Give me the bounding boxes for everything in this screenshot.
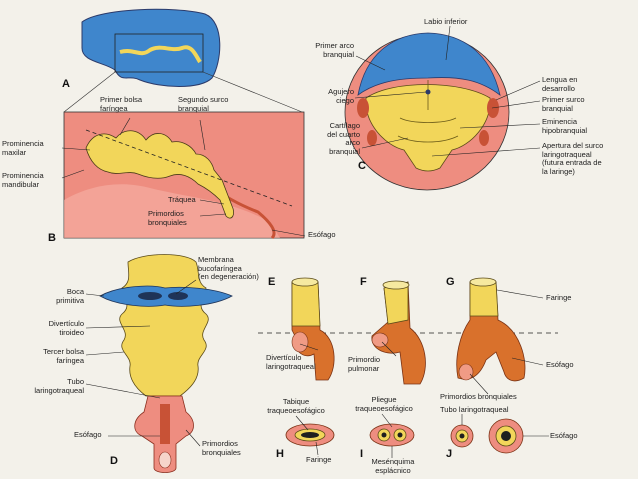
- section-j-illustration: [450, 418, 524, 454]
- label-primordios-bronquiales-b: Primordios bronquiales: [148, 209, 187, 227]
- label-eminencia-hipobranquial: Eminencia hipobranquial: [542, 117, 588, 135]
- label-boca-primitiva: Boca primitiva: [56, 287, 84, 305]
- panel-letter-j: J: [446, 448, 453, 460]
- zoom-line: [63, 71, 116, 113]
- label-esofago-d: Esófago: [74, 430, 102, 439]
- label-primer-surco-branquial: Primer surco branquial: [542, 95, 585, 113]
- label-tabique-traqueoesofagico: Tabique traqueoesofágico: [267, 397, 325, 415]
- label-primordio-pulmonar: Primordio pulmonar: [348, 355, 381, 373]
- label-tubo-laringotraqueal-j: Tubo laringotraqueal: [440, 405, 509, 414]
- label-labio-inferior: Labio inferior: [424, 17, 468, 26]
- label-esofago-g: Esófago: [546, 360, 574, 369]
- panel-letter-c: C: [358, 160, 366, 172]
- label-agujero-ciego: Agujero ciego: [328, 87, 354, 105]
- panel-letter-f: F: [360, 276, 367, 288]
- label-faringe-g: Faringe: [546, 293, 572, 302]
- label-primer-arco-branquial: Primer arco branquial: [315, 41, 354, 59]
- label-primer-bolsa-faringea: Primer bolsa faríngea: [100, 95, 143, 113]
- label-pliegue-traqueoesofagico: Pliegue traqueoesofágico: [355, 395, 413, 413]
- label-diverticulo-laringotraqueal: Divertículo laringotraqueal: [266, 353, 316, 371]
- pharynx-ventral-illustration: [99, 254, 233, 473]
- label-prominencia-mandibular: Prominencia mandibular: [2, 171, 44, 189]
- label-faringe-h: Faringe: [306, 455, 332, 464]
- label-prominencia-maxilar: Prominencia maxilar: [2, 139, 44, 157]
- panel-letter-a: A: [62, 78, 70, 90]
- label-esofago-b: Esófago: [308, 230, 336, 239]
- label-traquea: Tráquea: [168, 195, 196, 204]
- panel-letter-e: E: [268, 276, 276, 288]
- label-lengua-desarrollo: Lengua en desarrollo: [542, 75, 578, 93]
- label-esofago-j: Esófago: [550, 431, 578, 440]
- panel-letter-i: I: [360, 448, 364, 460]
- label-tubo-laringotraqueal-d: Tubo laringotraqueal: [34, 377, 84, 395]
- label-membrana-bucofaringea: Membrana bucofaríngea (en degeneración): [198, 255, 259, 281]
- stage-f-illustration: [371, 280, 426, 385]
- label-apertura-surco: Apertura del surco laringotraqueal (futu…: [542, 141, 604, 176]
- label-mesenquima-esplanico: Mesénquima esplácnico: [371, 457, 415, 475]
- section-i-illustration: [369, 423, 415, 447]
- panel-letter-b: B: [48, 232, 56, 244]
- leader-lines: [61, 25, 549, 458]
- zoom-line: [202, 71, 303, 113]
- section-h-illustration: [285, 423, 335, 447]
- panel-letter-g: G: [446, 276, 455, 288]
- label-diverticulo-tiroideo: Divertículo tiroideo: [48, 319, 84, 337]
- label-cartilago-cuarto-arco: Cartílago del cuarto arco branquial: [327, 121, 360, 156]
- label-primordios-bronquiales-d: Primordios bronquiales: [202, 439, 241, 457]
- panel-letter-d: D: [110, 455, 118, 467]
- label-segundo-surco-branquial: Segundo surco branquial: [178, 95, 229, 113]
- panel-letter-h: H: [276, 448, 284, 460]
- embryo-illustration: [81, 8, 221, 87]
- stage-e-illustration: [291, 277, 335, 381]
- pharyngeal-region-illustration: [63, 111, 305, 240]
- label-primordios-bronquiales-g: Primordios bronquiales: [440, 392, 517, 401]
- stage-g-illustration: [456, 277, 526, 382]
- label-tercer-bolsa-faringea: Tercer bolsa faríngea: [43, 347, 84, 365]
- pharynx-floor-illustration: [344, 32, 510, 191]
